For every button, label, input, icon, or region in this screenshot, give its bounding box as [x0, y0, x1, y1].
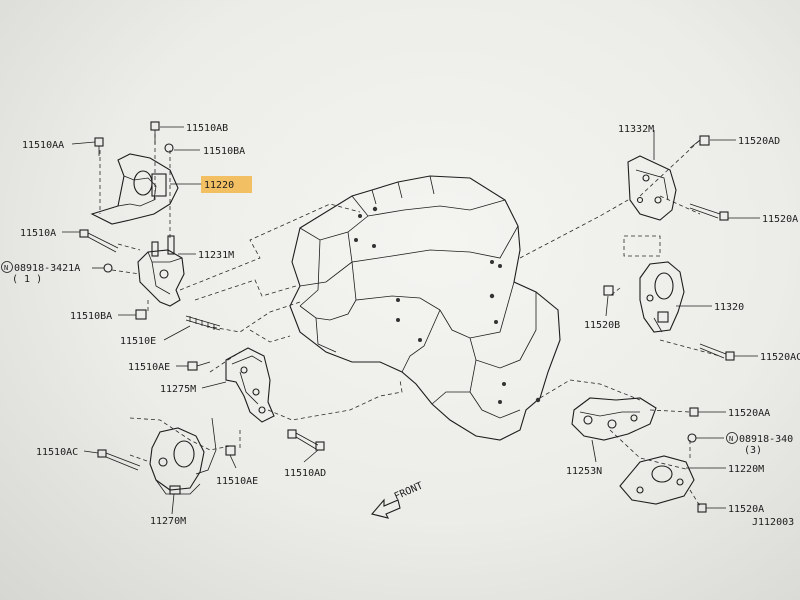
front-direction-indicator: FRONT [371, 480, 425, 519]
label-11520AA: 11520AA [728, 408, 770, 419]
label-11320: 11320 [714, 302, 744, 313]
label-11510AB: 11510AB [186, 123, 228, 134]
label-11510AA: 11510AA [22, 140, 64, 151]
highlight-11220 [201, 176, 252, 193]
front-label: FRONT [393, 480, 425, 502]
label-08918-3421A: 08918-3421A [14, 263, 80, 274]
label-11510BA-top: 11510BA [203, 146, 245, 157]
label-figure-code: J112003 [752, 517, 794, 528]
nut-11510AE-2 [225, 445, 236, 456]
label-11510BA-mid: 11510BA [70, 311, 112, 322]
label-08918-340: 08918-340 [739, 434, 793, 445]
bolt-11520A-top [689, 203, 729, 221]
assembly-lines [99, 134, 721, 507]
bracket-11253N [571, 397, 657, 441]
bracket-11231M [137, 235, 185, 307]
bolt-11520AA [689, 407, 699, 417]
nut-08918-340 [687, 433, 697, 443]
lower-left-engine-mount [149, 417, 217, 495]
label-11520A-top: 11520A [762, 214, 798, 225]
label-11520AD: 11520AD [738, 136, 780, 147]
label-08918-340-group: N 08918-340 (3) [726, 432, 793, 456]
bracket-11275M [225, 347, 275, 423]
label-11220M: 11220M [728, 464, 764, 475]
leader-lines [62, 126, 760, 515]
bolt-11510A [79, 229, 119, 253]
label-11520AC: 11520AC [760, 352, 800, 363]
engine-block [289, 175, 561, 441]
bolt-11510AD [287, 429, 325, 451]
label-08918-340-qty: (3) [744, 445, 762, 456]
label-11520A-bottom: 11520A [728, 504, 764, 515]
bolt-11510AB [150, 121, 160, 144]
bolt-11520AC [699, 343, 735, 361]
n-prefix-2: N [729, 435, 733, 443]
nut-08918-3421A [103, 263, 113, 273]
bolt-11520AD [689, 135, 710, 149]
bolt-11510AA [94, 137, 104, 156]
label-11510AE-1: 11510AE [128, 362, 170, 373]
upper-left-engine-mount [90, 153, 179, 225]
label-08918-3421A-qty: ( 1 ) [12, 274, 42, 285]
label-11332M: 11332M [618, 124, 654, 135]
label-11510AC: 11510AC [36, 447, 78, 458]
label-11220: 11220 [204, 180, 234, 191]
label-11520B: 11520B [584, 320, 620, 331]
label-11510AE-2: 11510AE [216, 476, 258, 487]
label-11510A: 11510A [20, 228, 56, 239]
label-11510E: 11510E [120, 336, 156, 347]
label-11275M: 11275M [160, 384, 196, 395]
bolt-11510AC [97, 449, 141, 471]
lower-right-engine-mount-11220M [619, 455, 695, 505]
stud-11510E [185, 315, 221, 331]
label-11231M: 11231M [198, 250, 234, 261]
part-labels: 11510AA 11510AB 11510BA 11220 11510A 112… [1, 123, 800, 528]
n-prefix-1: N [4, 264, 8, 272]
right-engine-mount-11320 [639, 261, 685, 333]
bolt-11510AE-1 [187, 361, 211, 371]
nut-11510BA-mid [135, 309, 147, 320]
bolt-11520B [603, 285, 614, 296]
bracket-11332M [627, 155, 677, 221]
label-11253N: 11253N [566, 466, 602, 477]
label-11270M: 11270M [150, 516, 186, 527]
nut-11510BA-top [164, 143, 174, 153]
label-08918-3421A-group: N 08918-3421A ( 1 ) [1, 261, 80, 285]
label-11510AD: 11510AD [284, 468, 326, 479]
